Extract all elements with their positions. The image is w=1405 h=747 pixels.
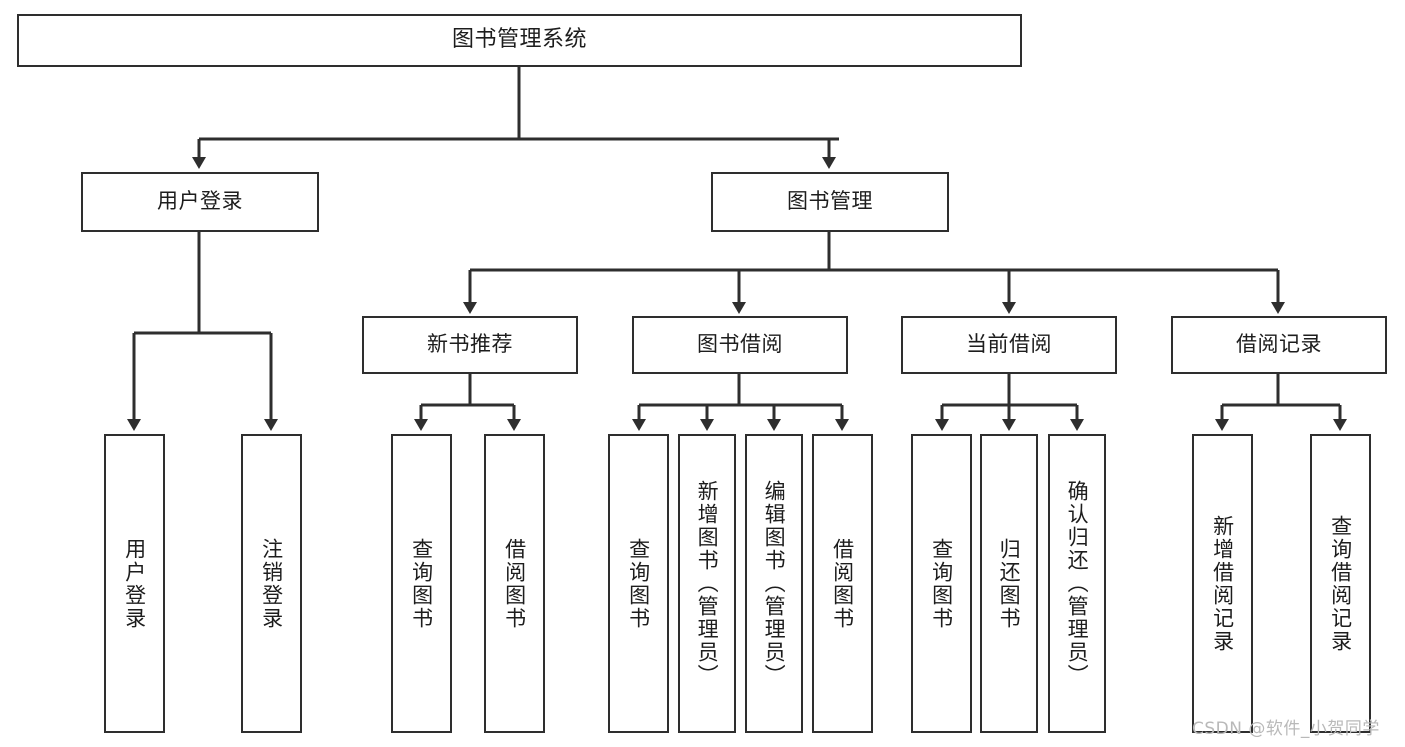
node-label: 新增图书（管理员） [695, 480, 720, 687]
node-label: 注销登录 [259, 537, 284, 630]
node-label: 借阅图书 [502, 537, 527, 630]
connector-root-to-level2 [192, 67, 839, 169]
connector-new-book-to-leaves [414, 374, 521, 431]
node-label: 图书借阅 [697, 332, 783, 357]
node-leaf-add-book-admin[interactable]: 新增图书（管理员） [678, 434, 736, 733]
node-leaf-borrow-book-recommend[interactable]: 借阅图书 [484, 434, 545, 733]
node-leaf-borrow-book[interactable]: 借阅图书 [812, 434, 873, 733]
node-leaf-query-book-recommend[interactable]: 查询图书 [391, 434, 452, 733]
node-label: 当前借阅 [966, 332, 1052, 357]
node-label: 用户登录 [122, 537, 147, 630]
connector-borrow-record-to-leaves [1215, 374, 1347, 431]
node-leaf-return-book[interactable]: 归还图书 [980, 434, 1038, 733]
node-label: 查询图书 [409, 537, 434, 630]
connector-book-manage-to-level3 [463, 232, 1285, 314]
node-leaf-logout[interactable]: 注销登录 [241, 434, 302, 733]
node-root-book-management-system[interactable]: 图书管理系统 [17, 14, 1022, 67]
node-borrow-record[interactable]: 借阅记录 [1171, 316, 1387, 374]
node-leaf-confirm-return-admin[interactable]: 确认归还（管理员） [1048, 434, 1106, 733]
node-label: 借阅图书 [830, 537, 855, 630]
csdn-watermark: CSDN @软件_小贺同学 [1192, 719, 1380, 739]
connector-current-borrow-to-leaves [935, 374, 1084, 431]
node-leaf-query-book-current[interactable]: 查询图书 [911, 434, 972, 733]
node-leaf-add-borrow-record[interactable]: 新增借阅记录 [1192, 434, 1253, 733]
node-label: 编辑图书（管理员） [762, 480, 787, 687]
node-leaf-user-login[interactable]: 用户登录 [104, 434, 165, 733]
node-label: 确认归还（管理员） [1065, 480, 1090, 687]
node-label: 图书管理 [787, 189, 873, 214]
node-book-management[interactable]: 图书管理 [711, 172, 949, 232]
connector-user-login-to-leaves [127, 232, 278, 431]
connector-book-borrow-to-leaves [632, 374, 849, 431]
node-current-borrow[interactable]: 当前借阅 [901, 316, 1117, 374]
node-leaf-query-borrow-record[interactable]: 查询借阅记录 [1310, 434, 1371, 733]
node-user-login[interactable]: 用户登录 [81, 172, 319, 232]
node-label: 查询借阅记录 [1328, 514, 1353, 653]
node-leaf-edit-book-admin[interactable]: 编辑图书（管理员） [745, 434, 803, 733]
node-label: 图书管理系统 [451, 27, 587, 53]
node-new-book-recommend[interactable]: 新书推荐 [362, 316, 578, 374]
node-leaf-query-book-borrow[interactable]: 查询图书 [608, 434, 669, 733]
node-label: 新增借阅记录 [1210, 514, 1235, 653]
node-label: 新书推荐 [427, 332, 513, 357]
node-book-borrow[interactable]: 图书借阅 [632, 316, 848, 374]
node-label: 查询图书 [626, 537, 651, 630]
node-label: 用户登录 [157, 189, 243, 214]
node-label: 归还图书 [997, 537, 1022, 630]
node-label: 借阅记录 [1236, 332, 1322, 357]
node-label: 查询图书 [929, 537, 954, 630]
